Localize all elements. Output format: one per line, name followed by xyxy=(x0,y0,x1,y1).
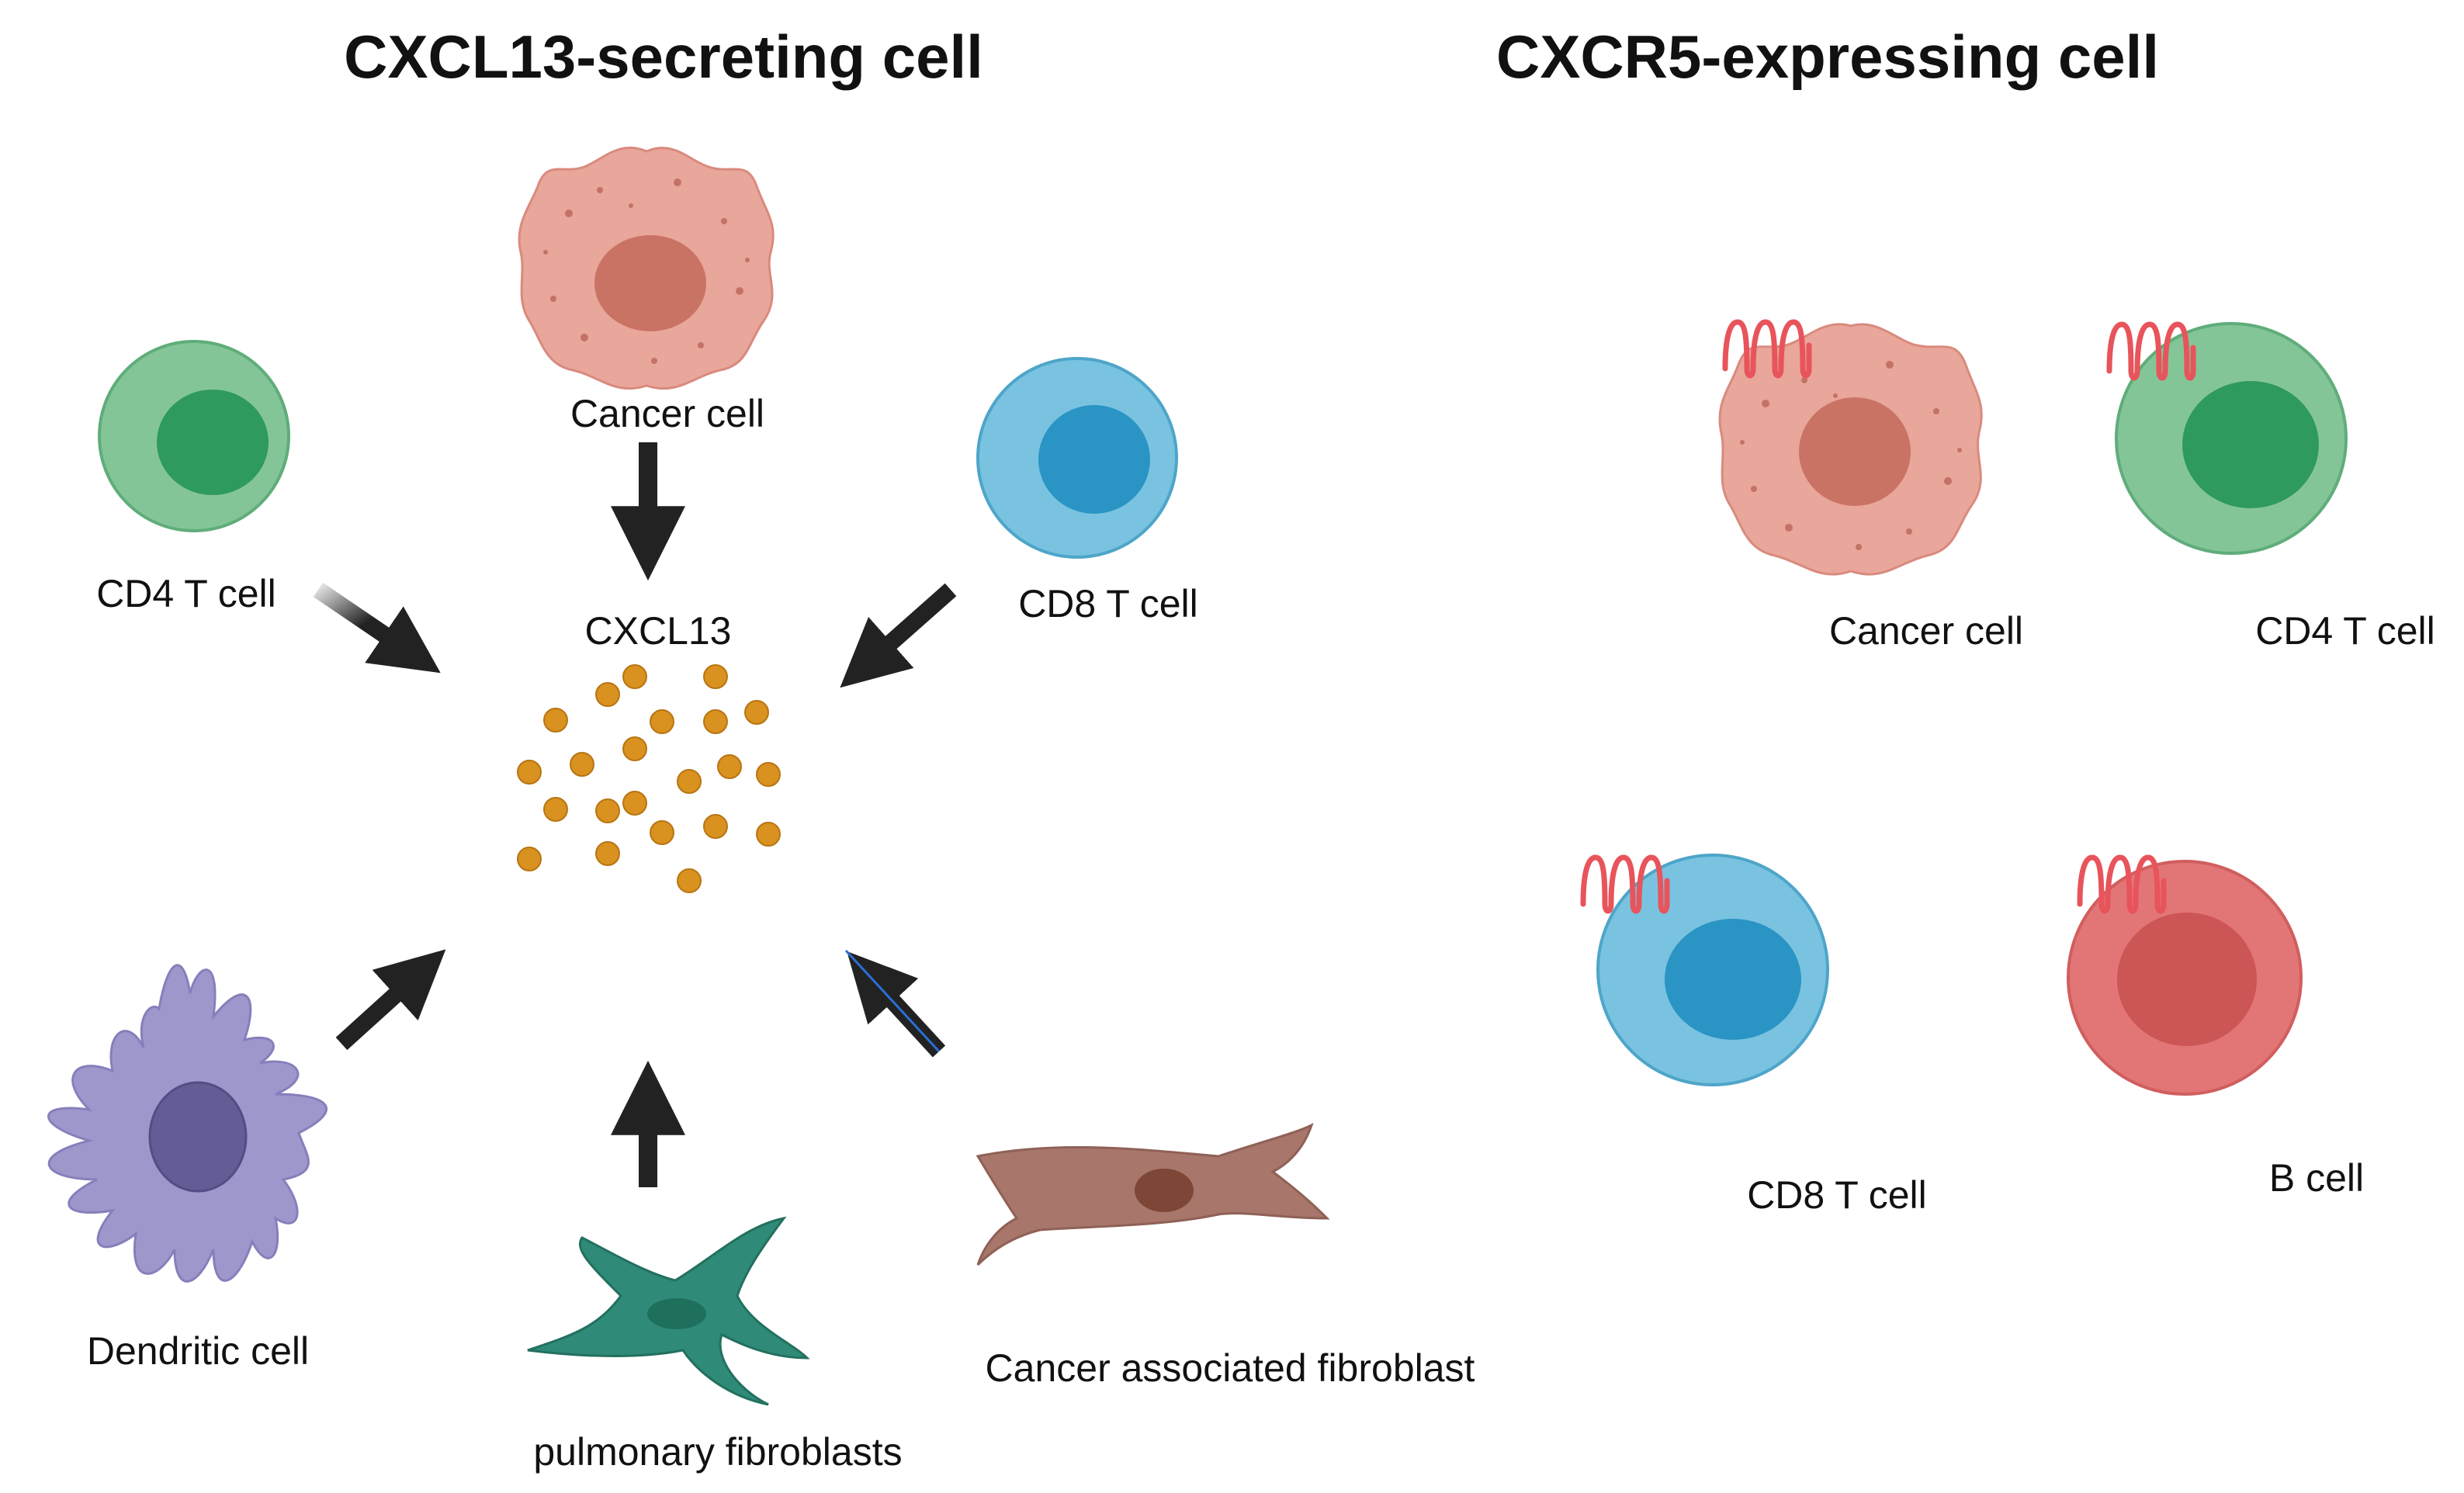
left-cancer-cell xyxy=(518,146,775,390)
left-panel-title: CXCL13-secreting cell xyxy=(344,23,983,91)
arrow-cd8-to-cxcl13 xyxy=(840,583,957,688)
right-cancer-cell xyxy=(1718,322,1983,576)
cxcl13-label: CXCL13 xyxy=(585,609,732,653)
left-dendritic-cell xyxy=(47,964,327,1283)
left-pulmonary-fibroblast xyxy=(527,1216,810,1406)
right-cd8-t-cell xyxy=(1583,854,1829,1086)
right-cancer-cell-label: Cancer cell xyxy=(1829,609,2023,653)
right-cd4-t-cell xyxy=(2109,324,2348,555)
left-cd8-t-cell xyxy=(976,357,1178,559)
right-panel-title: CXCR5-expressing cell xyxy=(1496,23,2159,91)
left-dendritic-cell-label: Dendritic cell xyxy=(87,1329,309,1373)
left-caf-label: Cancer associated fibroblast xyxy=(986,1346,1475,1390)
left-cancer-associated-fibroblast xyxy=(976,1123,1330,1266)
cxcl13-particles xyxy=(517,664,781,893)
left-pulmonary-fibroblast-label: pulmonary fibroblasts xyxy=(533,1430,902,1474)
arrow-dendritic-to-cxcl13 xyxy=(335,949,446,1051)
left-cancer-cell-label: Cancer cell xyxy=(570,392,764,435)
left-cd4-t-cell xyxy=(98,340,290,532)
right-b-cell-label: B cell xyxy=(2269,1156,2364,1200)
right-cd4-t-cell-label: CD4 T cell xyxy=(2255,609,2435,653)
left-cd8-t-cell-label: CD8 T cell xyxy=(1018,582,1198,625)
arrow-cd4-to-cxcl13 xyxy=(313,582,441,674)
arrow-caf-to-cxcl13 xyxy=(844,949,946,1058)
right-b-cell xyxy=(2067,857,2303,1096)
left-cd4-t-cell-label: CD4 T cell xyxy=(96,572,276,615)
right-cd8-t-cell-label: CD8 T cell xyxy=(1747,1173,1927,1217)
